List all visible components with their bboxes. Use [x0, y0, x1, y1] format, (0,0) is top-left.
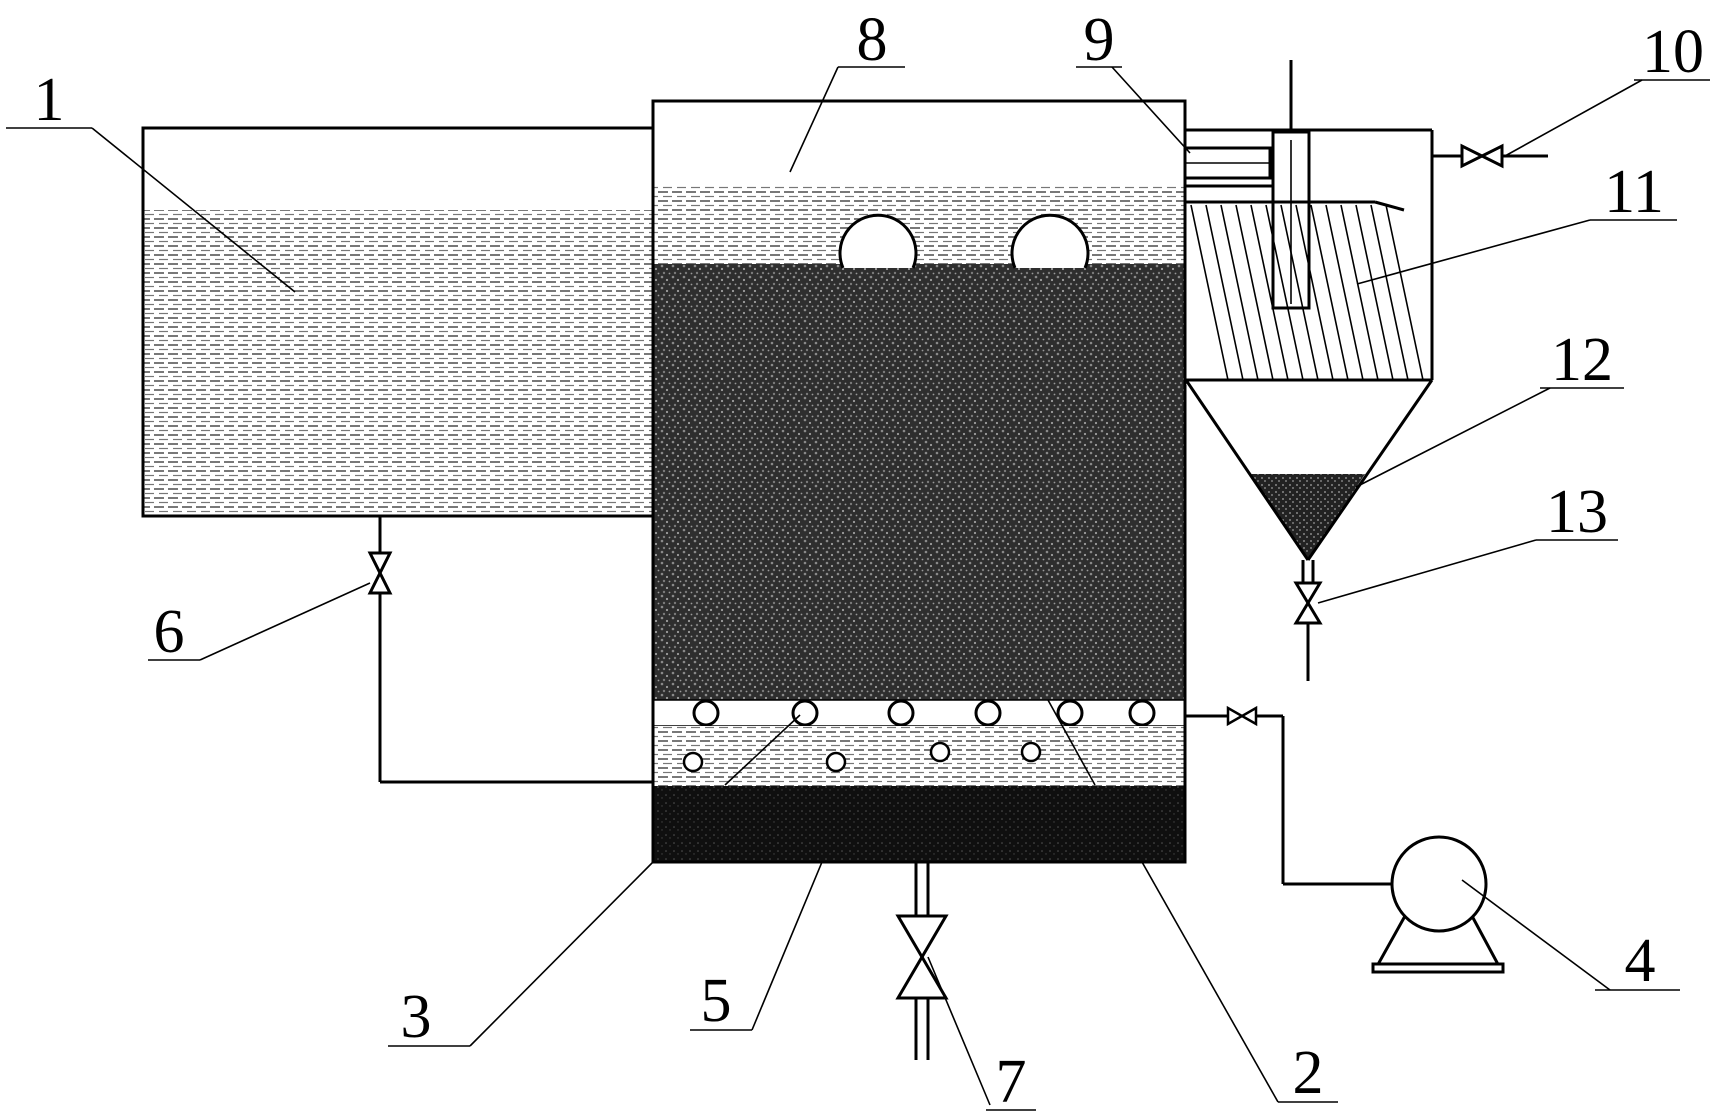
leader-lines [6, 66, 1710, 1111]
label-13: 13 [1546, 478, 1608, 546]
label-3: 3 [401, 983, 432, 1051]
air-line [1185, 705, 1392, 886]
air-pump [1371, 835, 1505, 974]
outlet-valve-10 [1432, 143, 1548, 169]
label-6: 6 [154, 598, 185, 666]
label-7: 7 [996, 1048, 1027, 1116]
label-11: 11 [1604, 158, 1664, 226]
label-1: 1 [34, 66, 65, 134]
label-2: 2 [1293, 1039, 1324, 1107]
callout-labels: 1 8 9 10 11 12 13 6 3 5 7 2 4 [34, 6, 1705, 1116]
label-12: 12 [1551, 326, 1613, 394]
label-10: 10 [1642, 18, 1704, 86]
label-9: 9 [1084, 6, 1115, 74]
label-8: 8 [857, 6, 888, 74]
settling-tank [1184, 130, 1434, 681]
label-5: 5 [701, 967, 732, 1035]
label-4: 4 [1625, 927, 1656, 995]
overflow-pipe [1183, 60, 1432, 310]
storage-tank [141, 126, 653, 518]
valve-6-line [367, 516, 653, 784]
main-reactor [651, 99, 1187, 864]
drain-valve-7 [895, 862, 949, 1060]
